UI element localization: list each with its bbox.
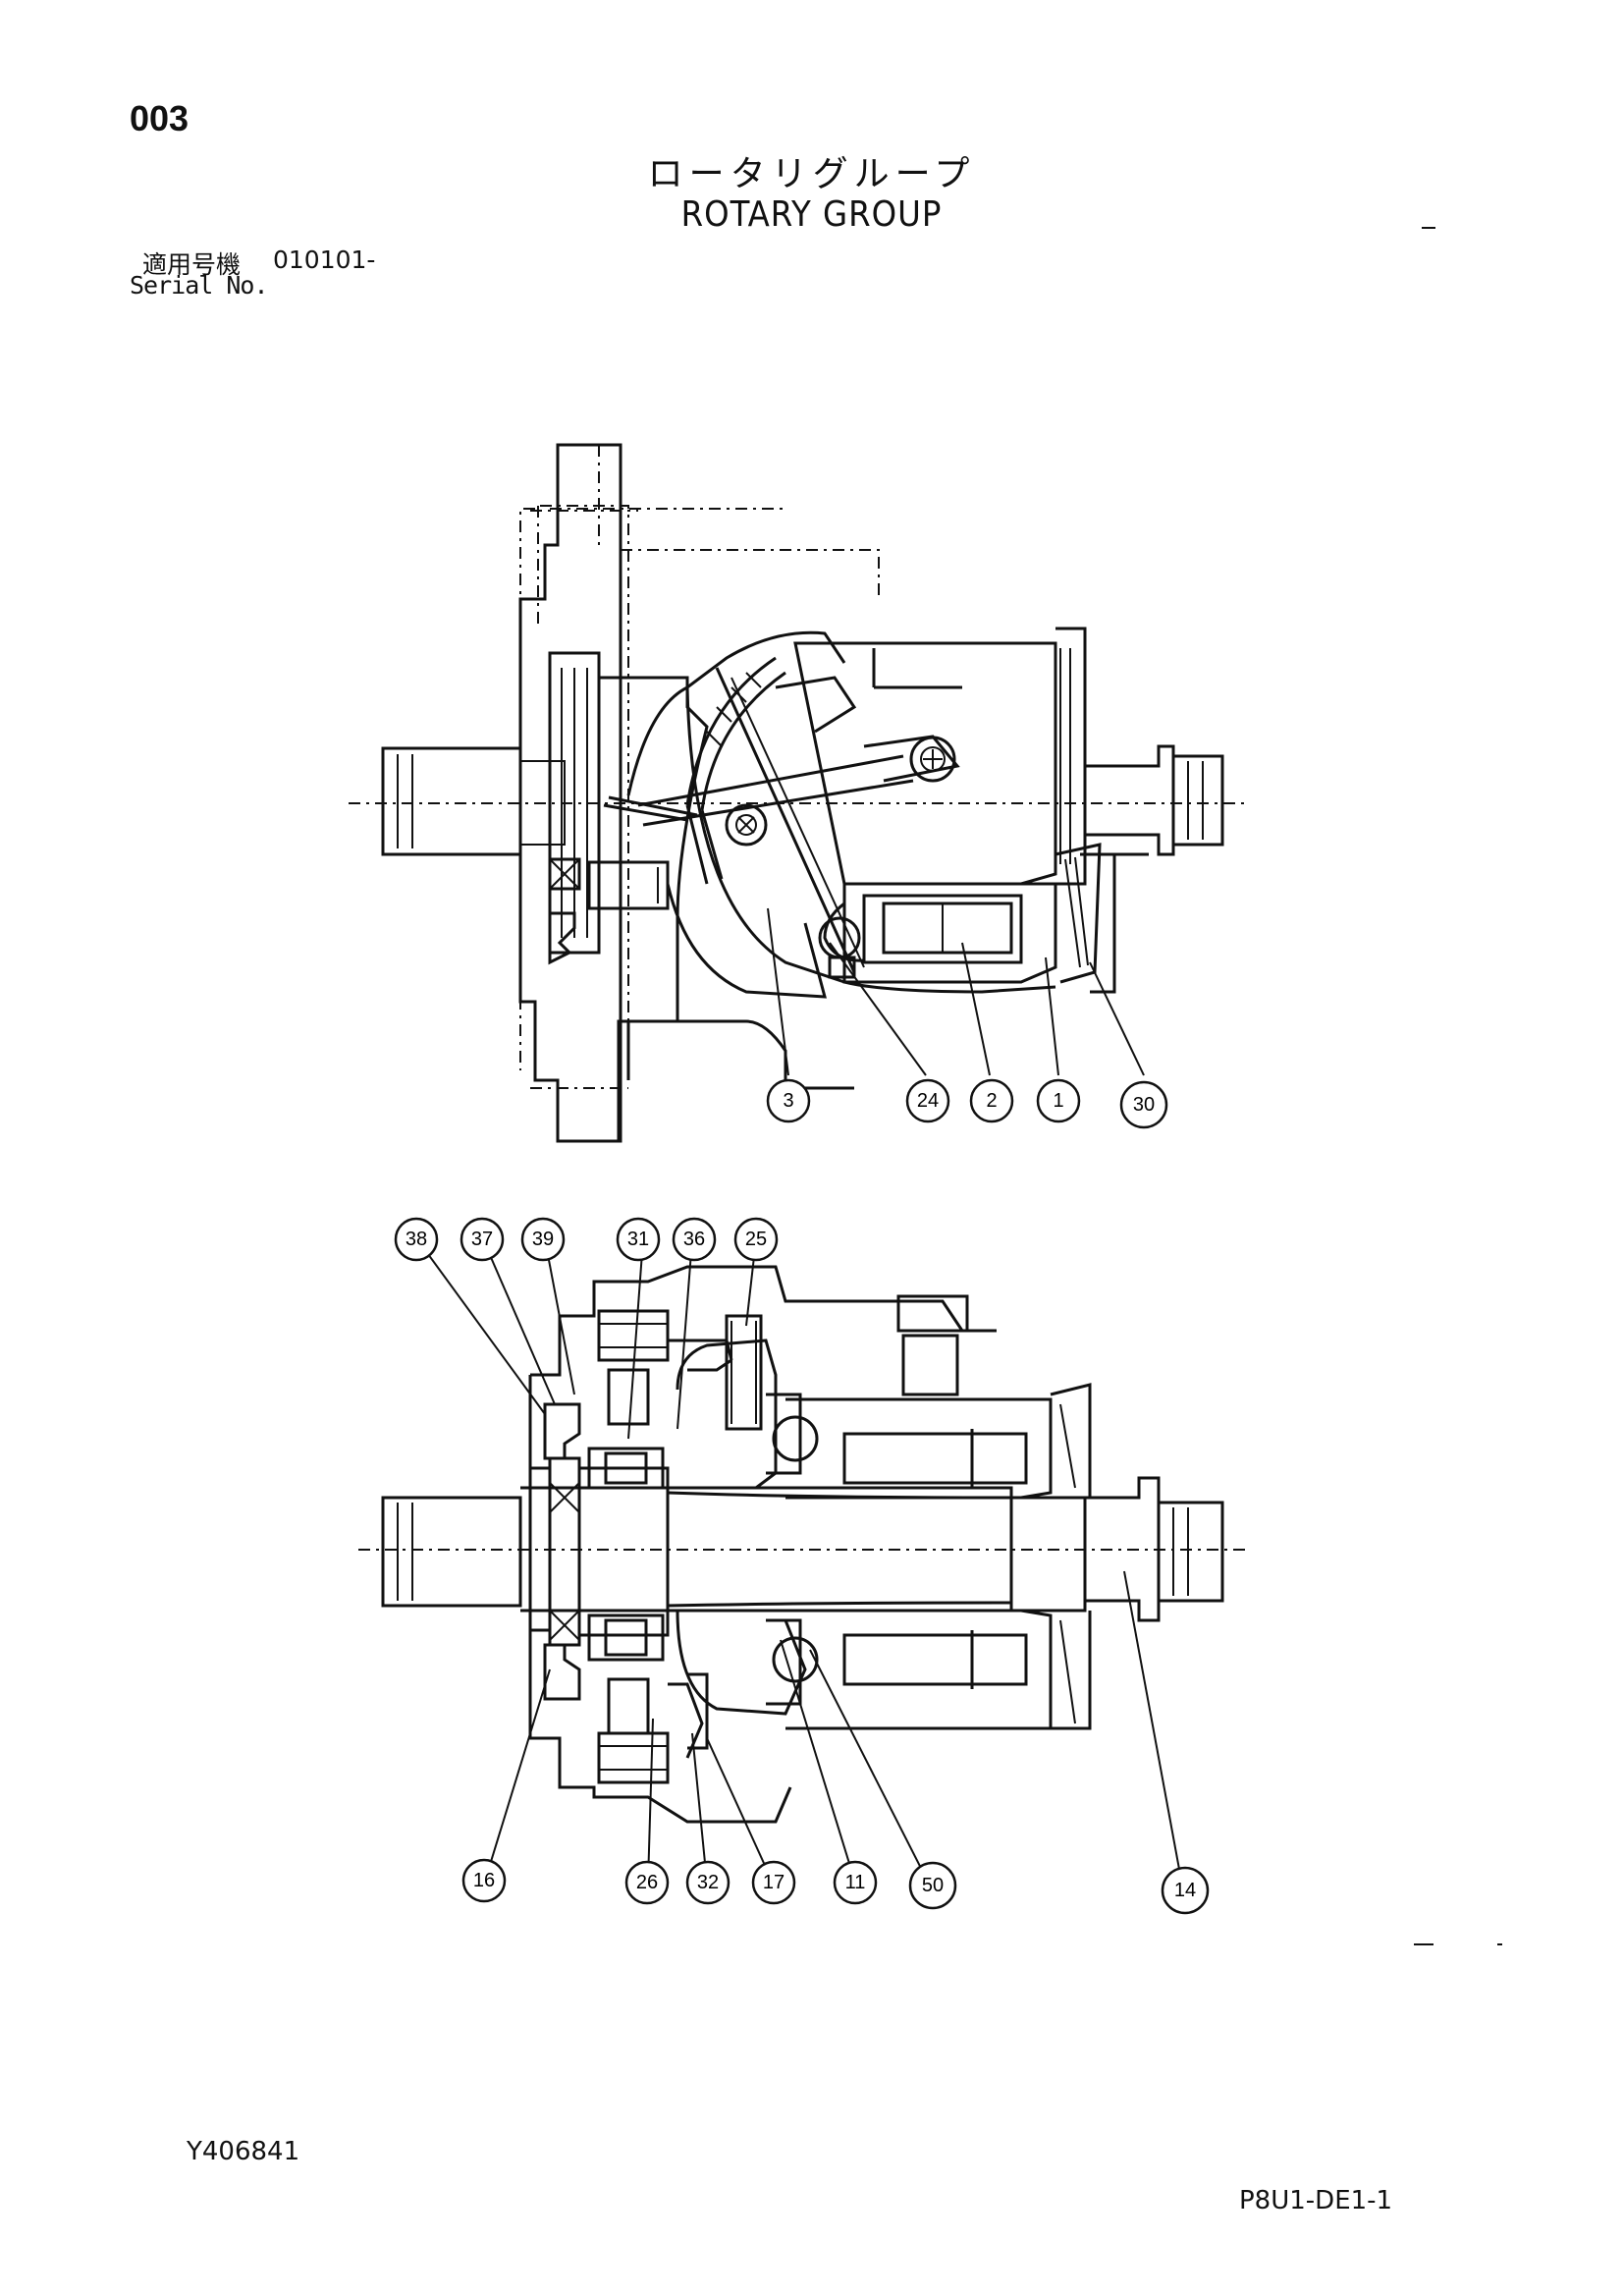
svg-text:39: 39 xyxy=(532,1229,554,1250)
upper-leaders xyxy=(767,907,1145,1076)
svg-text:24: 24 xyxy=(917,1090,939,1112)
svg-text:1: 1 xyxy=(1053,1090,1063,1112)
lower-assembly-drawing xyxy=(358,1265,1247,1824)
svg-text:37: 37 xyxy=(471,1229,493,1250)
scan-marks xyxy=(1414,227,1502,1945)
serial-label-english: Serial No. xyxy=(130,271,269,300)
callout-bubble: 37 xyxy=(460,1217,505,1262)
lower-callouts-top: 38 37 39 31 36 25 xyxy=(394,1217,779,1262)
serial-label-japanese: 適用号機 xyxy=(142,250,242,279)
callout-bubble: 50 xyxy=(908,1861,957,1910)
callout-bubble: 36 xyxy=(672,1217,717,1262)
svg-text:31: 31 xyxy=(627,1229,649,1250)
callout-bubble: 31 xyxy=(616,1217,661,1262)
callout-bubble: 16 xyxy=(461,1858,507,1903)
callout-bubble: 14 xyxy=(1161,1866,1210,1915)
upper-callouts: 3 24 2 1 30 xyxy=(766,1078,1168,1129)
callout-bubble: 39 xyxy=(520,1217,566,1262)
svg-text:17: 17 xyxy=(763,1872,784,1893)
callout-bubble: 30 xyxy=(1119,1080,1168,1129)
callout-bubble: 3 xyxy=(766,1078,811,1123)
callout-bubble: 1 xyxy=(1036,1078,1081,1123)
callout-bubble: 32 xyxy=(685,1860,730,1905)
callout-bubble: 26 xyxy=(624,1860,670,1905)
page-number: 003 xyxy=(130,98,189,138)
upper-assembly-drawing xyxy=(349,443,1247,1143)
svg-text:38: 38 xyxy=(406,1229,427,1250)
page-code: P8U1-DE1-1 xyxy=(1239,2186,1393,2215)
lower-leaders xyxy=(416,1238,1184,1891)
svg-text:14: 14 xyxy=(1174,1880,1196,1901)
title-english: ROTARY GROUP xyxy=(680,194,943,235)
callout-bubble: 24 xyxy=(905,1078,950,1123)
svg-text:32: 32 xyxy=(697,1872,719,1893)
serial-value: 010101- xyxy=(273,246,376,274)
callout-bubble: 25 xyxy=(733,1217,779,1262)
svg-text:36: 36 xyxy=(683,1229,705,1250)
svg-text:3: 3 xyxy=(783,1090,793,1112)
callout-bubble: 2 xyxy=(969,1078,1014,1123)
document-id: Y406841 xyxy=(187,2137,300,2166)
lower-callouts-bottom: 16 26 32 17 11 50 14 xyxy=(461,1858,1210,1915)
svg-text:25: 25 xyxy=(745,1229,767,1250)
title-japanese: ロータリグループ xyxy=(647,154,976,194)
callout-bubble: 11 xyxy=(833,1860,878,1905)
svg-text:11: 11 xyxy=(845,1872,866,1893)
svg-text:30: 30 xyxy=(1133,1094,1155,1116)
svg-text:2: 2 xyxy=(986,1090,997,1112)
callout-bubble: 17 xyxy=(751,1860,796,1905)
svg-text:50: 50 xyxy=(922,1875,944,1896)
callout-bubble: 38 xyxy=(394,1217,439,1262)
svg-text:16: 16 xyxy=(473,1870,495,1891)
svg-text:26: 26 xyxy=(636,1872,658,1893)
